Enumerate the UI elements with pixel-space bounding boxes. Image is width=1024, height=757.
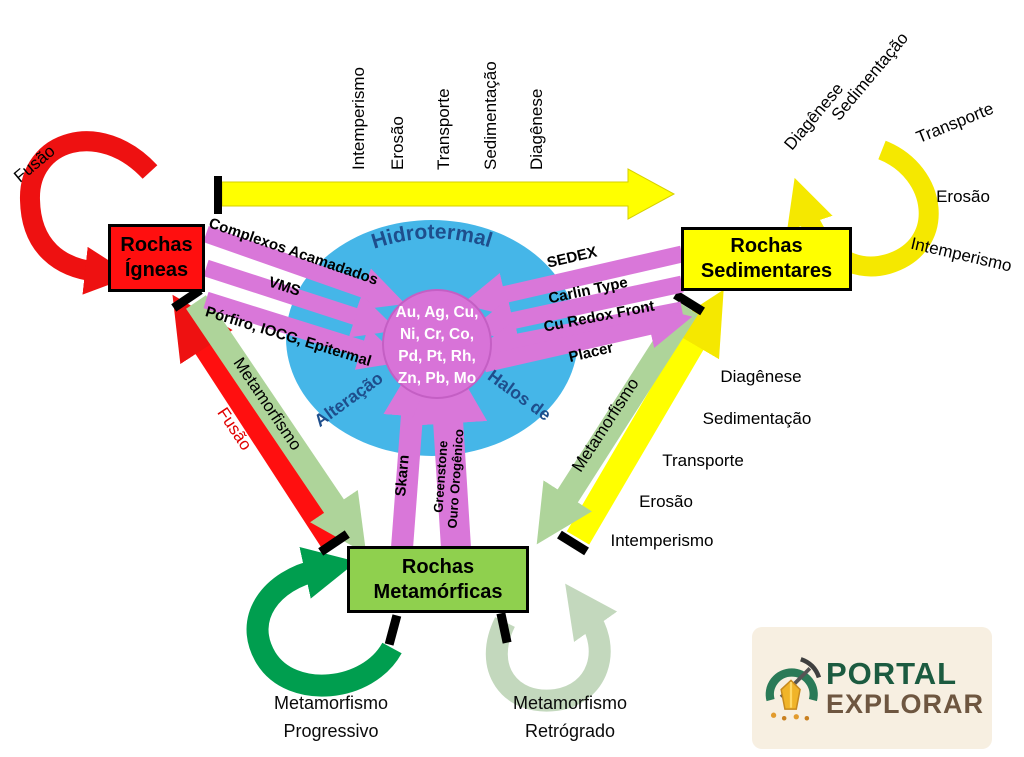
label-cycle-intemperismo: Intemperismo	[909, 234, 1014, 276]
label-top-diagenese: Diagênese	[527, 89, 546, 170]
portal-explorar-logo: PORTAL EXPLORAR	[752, 627, 992, 749]
label-cycle-transporte: Transporte	[914, 99, 997, 147]
box-sedimentares-line2: Sedimentares	[700, 260, 833, 282]
caption-metamorfismo-retrogrado: Metamorfismo Retrógrado	[478, 690, 662, 746]
label-right-intemperismo: Intemperismo	[611, 531, 714, 550]
arrow-carlin-type	[469, 275, 684, 343]
minerals-line2: Ni, Cr, Co,	[400, 326, 474, 343]
minerals-line1: Au, Ag, Cu,	[396, 304, 479, 321]
label-right-transporte: Transporte	[662, 451, 744, 470]
arrow-vms	[203, 259, 398, 338]
arrow-porfiro-iocg-epitermal	[203, 291, 404, 370]
arrow-metamorfismo-left	[186, 295, 367, 554]
arrow-top-end-bar	[214, 176, 222, 214]
arrow-weathering-top	[221, 168, 676, 220]
arrow-fusao-loop	[19, 131, 158, 295]
label-top-sedimentacao: Sedimentação	[481, 61, 500, 170]
arrow-complexos-acamadados	[203, 225, 406, 311]
box-rochas-sedimentares: Rochas Sedimentares	[681, 227, 852, 291]
label-skarn: Skarn	[392, 454, 413, 497]
caption-metamorfismo-progressivo: Metamorfismo Progressivo	[239, 690, 423, 746]
dirt-dot	[793, 714, 799, 720]
logo-arc	[765, 668, 818, 702]
caption-prog-line2: Progressivo	[283, 720, 379, 741]
box-rochas-metamorficas: Rochas Metamórficas	[347, 546, 529, 613]
mineral-circle	[382, 289, 492, 399]
arrow-fusao-left	[172, 294, 343, 548]
arrow-sedex	[461, 245, 684, 317]
label-greenstone-line1: Greenstone	[431, 440, 451, 513]
label-right-erosao: Erosão	[639, 492, 693, 511]
arrow-sedimentary-right	[566, 289, 724, 545]
arrow-greenstone	[409, 345, 488, 549]
pickaxe-head-icon	[800, 657, 822, 679]
label-top-transporte: Transporte	[434, 88, 453, 170]
logo-explorar-text: EXPLORAR	[825, 689, 984, 720]
caption-retro-line2: Retrógrado	[524, 720, 616, 741]
dirt-dot	[804, 715, 810, 721]
dirt-dot	[770, 712, 777, 718]
label-greenstone-line2: Ouro Orogênico	[445, 428, 467, 529]
label-cycle-erosao: Erosão	[936, 187, 990, 206]
caption-prog-line1: Metamorfismo	[273, 693, 389, 713]
label-right-diagenese: Diagênese	[720, 367, 801, 386]
label-cycle-sedimentacao: Sedimentação	[828, 29, 912, 124]
box-igneas-line2: Ígneas	[124, 259, 189, 281]
box-rochas-igneas: Rochas Ígneas	[108, 224, 205, 292]
minerals-line3: Pd, Pt, Rh,	[398, 348, 476, 365]
logo-icon	[765, 657, 822, 721]
arrow-metamorfismo-retrogrado	[485, 583, 618, 712]
label-right-sedimentacao: Sedimentação	[703, 409, 812, 428]
deposit-arrows	[203, 225, 693, 549]
logo-portal-text: PORTAL	[825, 655, 958, 691]
logo-text: PORTAL EXPLORAR	[825, 655, 984, 720]
dirt-dot	[781, 715, 787, 721]
box-metamorficas-line1: Rochas	[401, 555, 475, 578]
box-igneas-line1: Rochas	[120, 234, 193, 256]
box-sedimentares-line1: Rochas	[730, 235, 803, 257]
arrow-metamorfismo-progressivo	[246, 547, 402, 697]
arrow-placer	[482, 304, 693, 373]
caption-retro-line1: Metamorfismo	[512, 693, 628, 713]
box-metamorficas-line2: Metamórficas	[373, 580, 503, 603]
arrow-skarn	[383, 359, 441, 549]
arrow-tail-shadows	[171, 286, 705, 646]
label-top-erosao: Erosão	[388, 116, 407, 170]
minerals-line4: Zn, Pb, Mo	[398, 370, 476, 387]
label-top-intemperismo: Intemperismo	[349, 67, 368, 170]
